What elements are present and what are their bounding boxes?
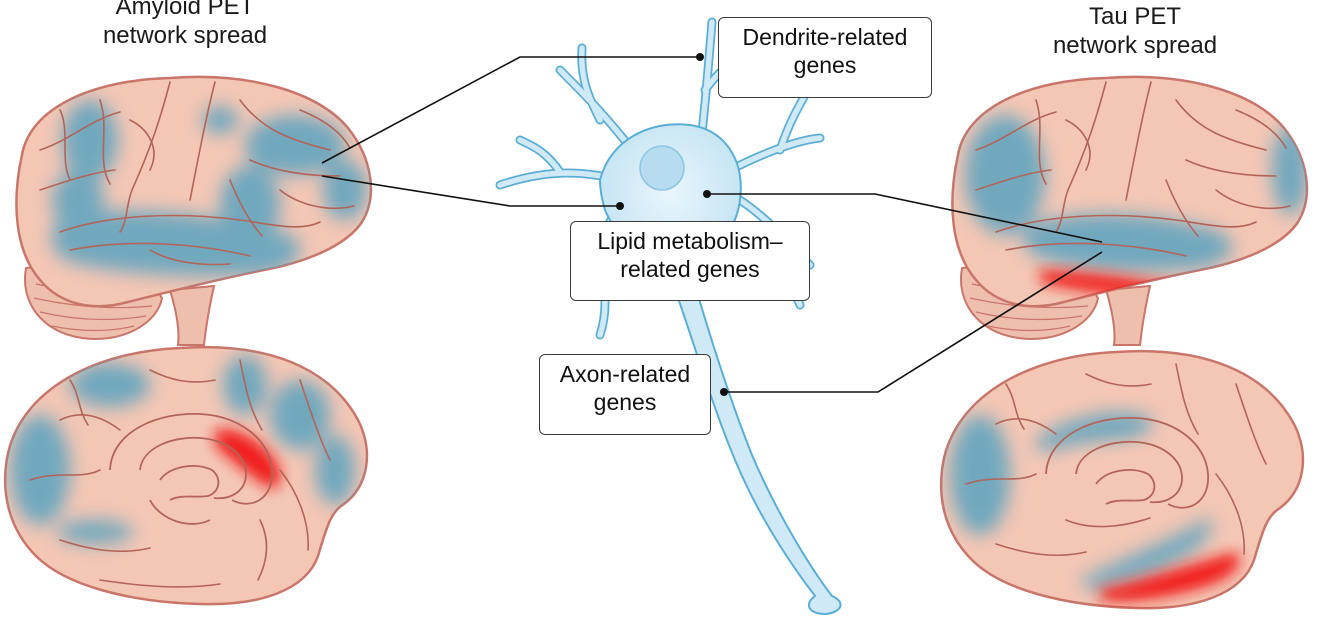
axon-dot [720,388,728,396]
lipid-dot-left [616,202,624,210]
dendrite-dot [696,53,704,61]
nucleus [639,145,685,191]
tau-title: Tau PET network spread [1052,3,1218,59]
axon [669,274,842,615]
lipid-dot-right [703,190,711,198]
axon-label: Axon-related genes [539,354,711,435]
amyloid-lateral-brain [15,75,373,346]
tau-lateral-brain [951,75,1309,346]
brainstem [168,284,216,346]
lipid-label: Lipid metabolism– related genes [570,221,810,301]
amyloid-title: Amyloid PET network spread [102,0,268,49]
neuron [495,17,842,615]
tau-medial-brain [939,349,1305,610]
dendrite-label: Dendrite-related genes [718,17,932,98]
leader-lines [321,56,1103,393]
amyloid-medial-brain [3,345,369,606]
